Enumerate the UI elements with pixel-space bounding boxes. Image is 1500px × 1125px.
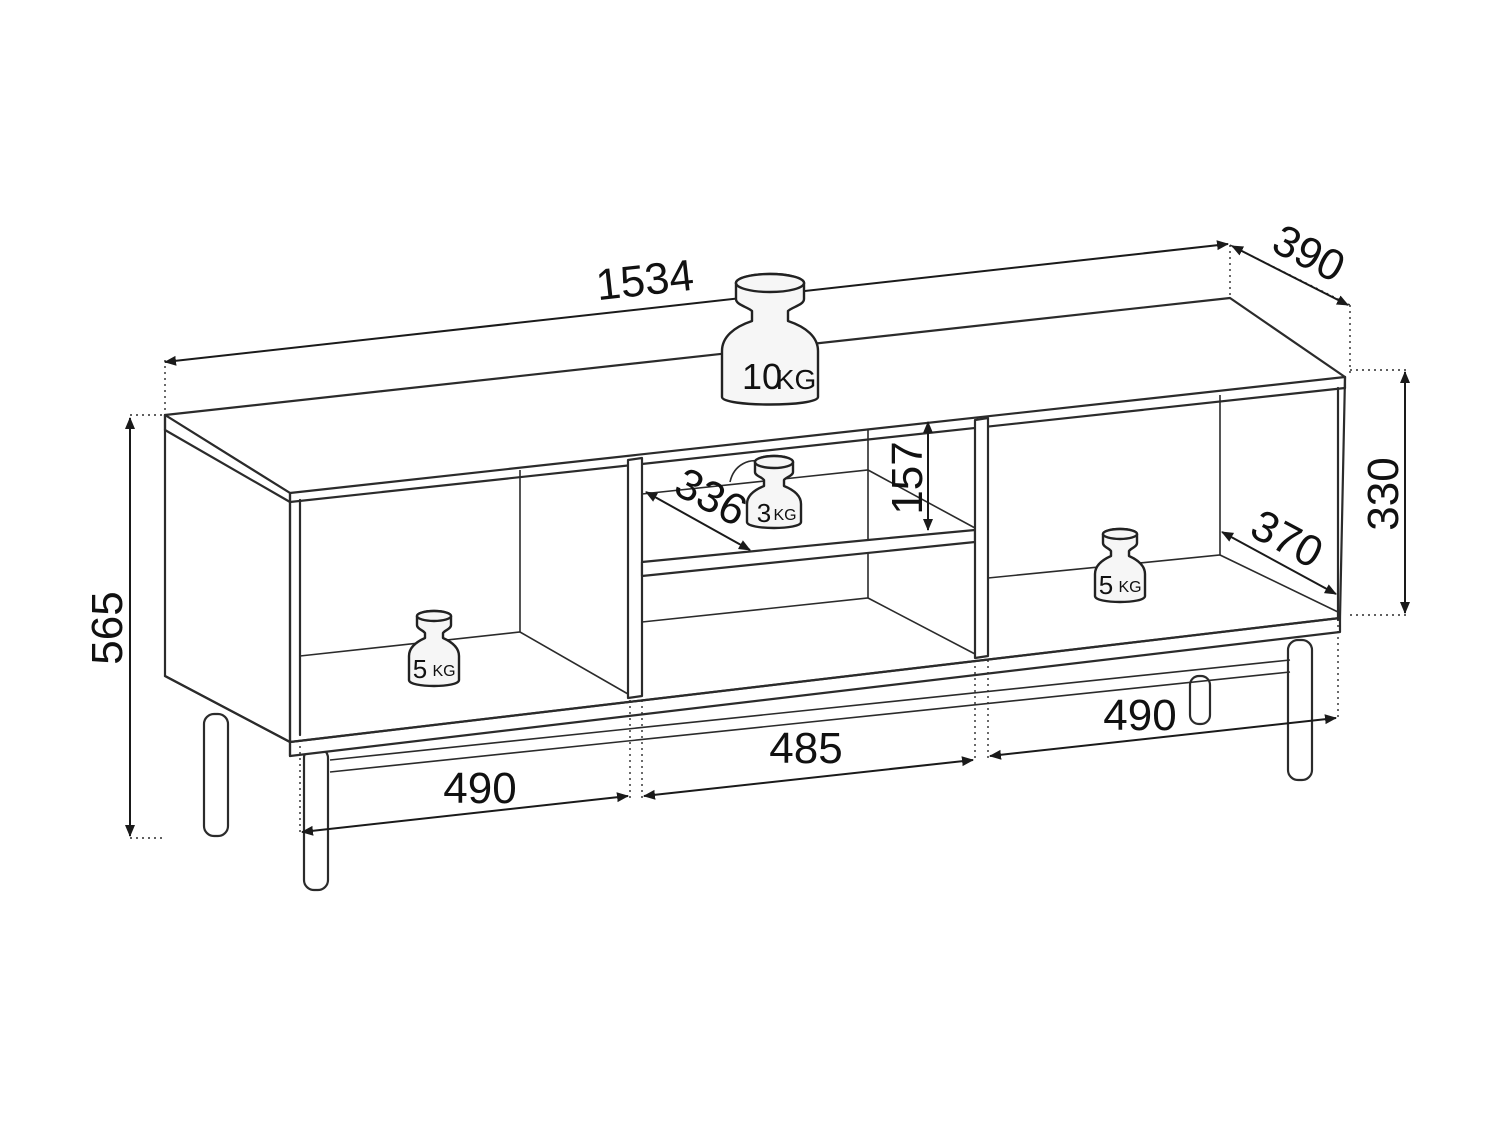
leg-back-left <box>202 712 230 838</box>
dim-left-compartment-label: 490 <box>443 764 516 813</box>
leg-front-left <box>302 746 330 892</box>
dim-line-middle-compartment <box>643 756 974 800</box>
weight-icon-middle-shelf: 3 KG <box>729 454 803 530</box>
weight-right-unit: KG <box>1118 579 1141 596</box>
weight-icon-left-bottom: 5 KG <box>407 609 461 688</box>
dim-line-shelf-depth <box>645 491 751 551</box>
weight-icon-right-bottom: 5 KG <box>1093 527 1147 604</box>
dim-middle-compartment-label: 485 <box>769 724 842 773</box>
leg-back-right <box>1188 674 1212 726</box>
weight-right-value: 5 <box>1099 570 1113 600</box>
weight-icon-top: 10 KG <box>720 272 820 406</box>
weight-top-unit: KG <box>776 364 816 395</box>
dim-line-right-compartment <box>989 714 1337 760</box>
cabinet-legs <box>202 638 1314 892</box>
weight-top-value: 10 <box>742 356 782 397</box>
weight-left-value: 5 <box>413 654 427 684</box>
dim-line-depth <box>1231 245 1349 306</box>
dim-height-label: 565 <box>83 591 132 664</box>
weight-left-unit: KG <box>432 663 455 680</box>
dim-line-inner-depth <box>1221 531 1337 595</box>
dim-width-label: 1534 <box>593 251 696 310</box>
dimension-lines <box>125 240 1410 837</box>
dim-shelf-height-label: 157 <box>883 441 932 514</box>
dim-line-left-compartment <box>301 792 629 836</box>
dim-inner-height-label: 330 <box>1359 457 1408 530</box>
weight-middle-unit: KG <box>773 507 796 524</box>
dim-inner-depth-label: 370 <box>1243 500 1331 578</box>
weight-middle-value: 3 <box>757 498 771 528</box>
dim-right-compartment-label: 490 <box>1103 691 1176 740</box>
dim-line-width <box>164 240 1229 366</box>
dim-depth-label: 390 <box>1265 215 1353 292</box>
dim-shelf-depth-label: 336 <box>667 458 755 536</box>
leg-front-right <box>1286 638 1314 782</box>
